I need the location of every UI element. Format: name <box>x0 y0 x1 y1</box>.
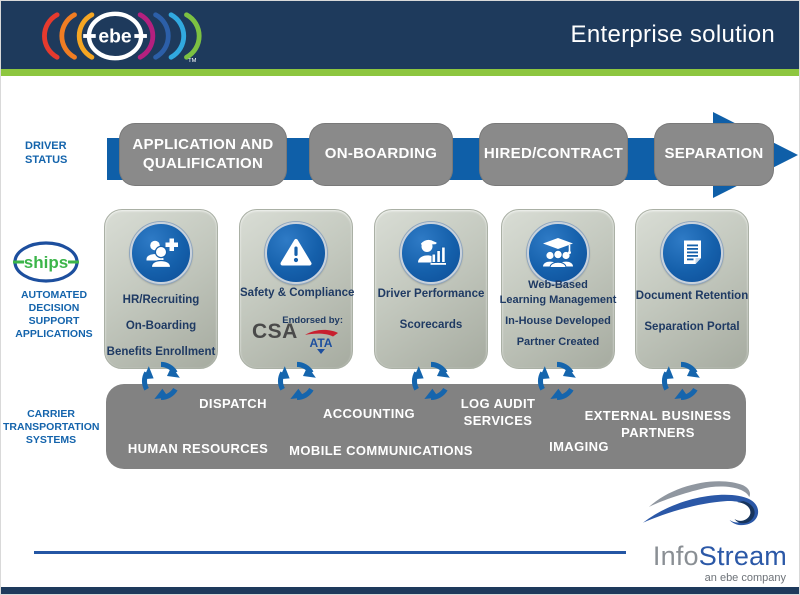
ships-logo-icon: ships <box>13 241 79 283</box>
app1-line3: Benefits Enrollment <box>106 346 216 358</box>
infostream-wordmark: InfoStream <box>653 541 787 572</box>
app4-title1: Web-Based <box>528 279 588 291</box>
safety-warning-icon <box>265 222 327 284</box>
brand-info: Info <box>652 541 699 571</box>
driver-status-label: DRIVER STATUS <box>25 140 68 166</box>
app1-line2: On-Boarding <box>125 320 197 332</box>
app5-line2: Separation Portal <box>644 321 740 333</box>
app-box-driver-performance: Driver Performance Scorecards <box>374 209 488 369</box>
hr-recruiting-icon <box>130 222 192 284</box>
endorsed-by-label: Endorsed by: <box>282 315 343 326</box>
app-box-learning-management: Web-Based Learning Management In-House D… <box>499 209 617 369</box>
sync-arrows-icon <box>411 361 450 401</box>
sync-arrows-icon <box>277 361 316 401</box>
ebe-logo-tm: TM <box>188 58 197 64</box>
brand-stream: Stream <box>698 541 787 571</box>
bottom-navy-bar <box>1 587 799 594</box>
log-audit-services-label: LOG AUDIT SERVICES <box>460 396 536 428</box>
driver-performance-icon <box>400 222 462 284</box>
app3-line1: Driver Performance <box>377 288 485 300</box>
human-resources-label: HUMAN RESOURCES <box>127 441 269 456</box>
page-title: Enterprise solution <box>570 21 775 48</box>
app3-line2: Scorecards <box>399 319 463 331</box>
external-business-partners-label: EXTERNAL BUSINESS PARTNERS <box>584 408 732 440</box>
app-box-document-retention: Document Retention Separation Portal <box>635 209 749 369</box>
ships-logo-text: ships <box>24 253 68 272</box>
app-box-hr-recruiting: HR/Recruiting On-Boarding Benefits Enrol… <box>104 209 218 369</box>
dispatch-label: DISPATCH <box>199 396 267 411</box>
imaging-label: IMAGING <box>549 439 609 454</box>
footer-divider <box>34 551 626 554</box>
app4-line2: Partner Created <box>516 335 600 348</box>
sync-arrows-icon <box>661 361 700 401</box>
ata-logo-icon: ATA <box>305 329 338 354</box>
learning-management-icon <box>527 222 589 284</box>
green-divider <box>1 69 799 76</box>
app4-title2: Learning Management <box>499 293 617 306</box>
app5-line1: Document Retention <box>635 290 749 302</box>
sync-arrows-icon <box>141 361 180 401</box>
accounting-label: ACCOUNTING <box>322 406 416 421</box>
stage-onboarding: ON-BOARDING <box>309 123 453 186</box>
automated-decision-label: AUTOMATED DECISION SUPPORT APPLICATIONS <box>15 289 93 341</box>
stage-separation: SEPARATION <box>654 123 774 186</box>
mobile-communications-label: MOBILE COMMUNICATIONS <box>289 443 473 458</box>
infostream-swoosh-icon <box>642 481 759 526</box>
stage-hired-contract: HIRED/CONTRACT <box>479 123 628 186</box>
ebe-logo-icon: ebe TM <box>42 11 202 64</box>
csa-label: CSA <box>252 320 298 343</box>
carrier-systems-label: CARRIER TRANSPORTATION SYSTEMS <box>3 408 100 447</box>
brand-tagline: an ebe company <box>704 572 786 584</box>
app4-line1: In-House Developed <box>505 314 611 327</box>
stage-application-qualification: APPLICATION AND QUALIFICATION <box>119 123 287 186</box>
document-retention-icon <box>661 222 723 284</box>
app2-title: Safety & Compliance <box>240 287 355 299</box>
app1-line1: HR/Recruiting <box>122 294 200 306</box>
ebe-logo-text: ebe <box>98 27 132 48</box>
header-bar: ebe TM Enterprise solution <box>1 1 799 69</box>
sync-arrows-icon <box>537 361 576 401</box>
app-box-safety-compliance: Safety & Compliance CSA Endorsed by: ATA <box>239 209 355 369</box>
ata-logo-text: ATA <box>310 336 333 350</box>
